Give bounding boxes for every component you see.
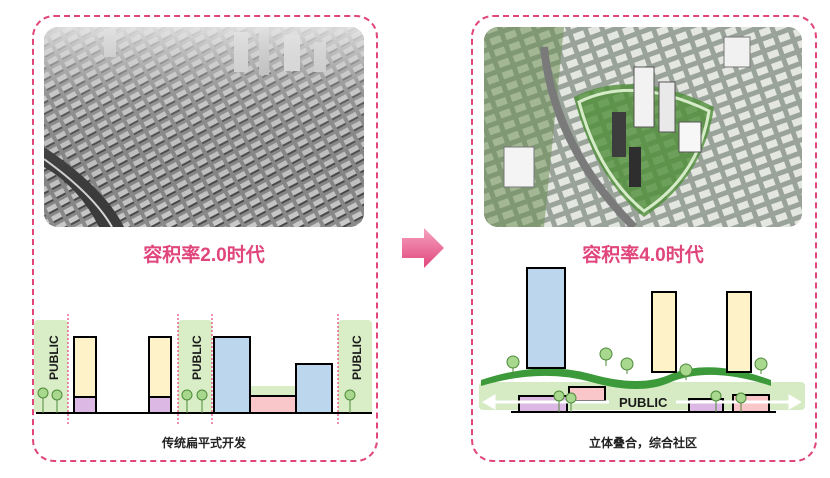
- residential-tower: [726, 291, 752, 373]
- green-deck: [481, 367, 771, 389]
- residential-block: [148, 336, 172, 398]
- office-block: [295, 363, 333, 414]
- office-block: [213, 336, 251, 414]
- public-label: PUBLIC: [619, 395, 668, 410]
- public-zone-ground: [237, 386, 307, 396]
- right-era-title: 容积率4.0时代: [582, 245, 704, 266]
- right-caption: 立体叠合，综合社区: [588, 436, 697, 450]
- dense-low-rise-city-image: [44, 27, 364, 227]
- tree-icon: [506, 347, 768, 412]
- commercial-base: [73, 396, 97, 414]
- left-flat-development-diagram: PUBLIC PUBLIC PUBLIC: [34, 314, 372, 426]
- retail-block: [249, 395, 297, 414]
- residential-tower: [651, 291, 677, 373]
- high-density-community-render: [484, 27, 802, 227]
- public-label-right: PUBLIC: [350, 335, 364, 380]
- right-panel: [471, 15, 817, 462]
- commercial-base: [148, 396, 172, 414]
- left-caption: 传统扁平式开发: [161, 436, 246, 450]
- left-era-title: 容积率2.0时代: [143, 245, 265, 266]
- transition-arrow-icon: [402, 228, 444, 268]
- public-label-left: PUBLIC: [47, 335, 61, 380]
- left-aerial-photo: [44, 27, 364, 227]
- left-panel: [32, 15, 378, 462]
- right-3d-model-image: [484, 27, 802, 227]
- public-zone-right: [338, 320, 372, 414]
- office-tower: [526, 267, 566, 369]
- right-stacked-development-diagram: PUBLIC: [479, 267, 805, 413]
- double-arrow-icon: [482, 394, 802, 410]
- public-label-middle: PUBLIC: [190, 335, 204, 380]
- residential-block: [73, 336, 97, 398]
- tree-icon: [37, 387, 356, 413]
